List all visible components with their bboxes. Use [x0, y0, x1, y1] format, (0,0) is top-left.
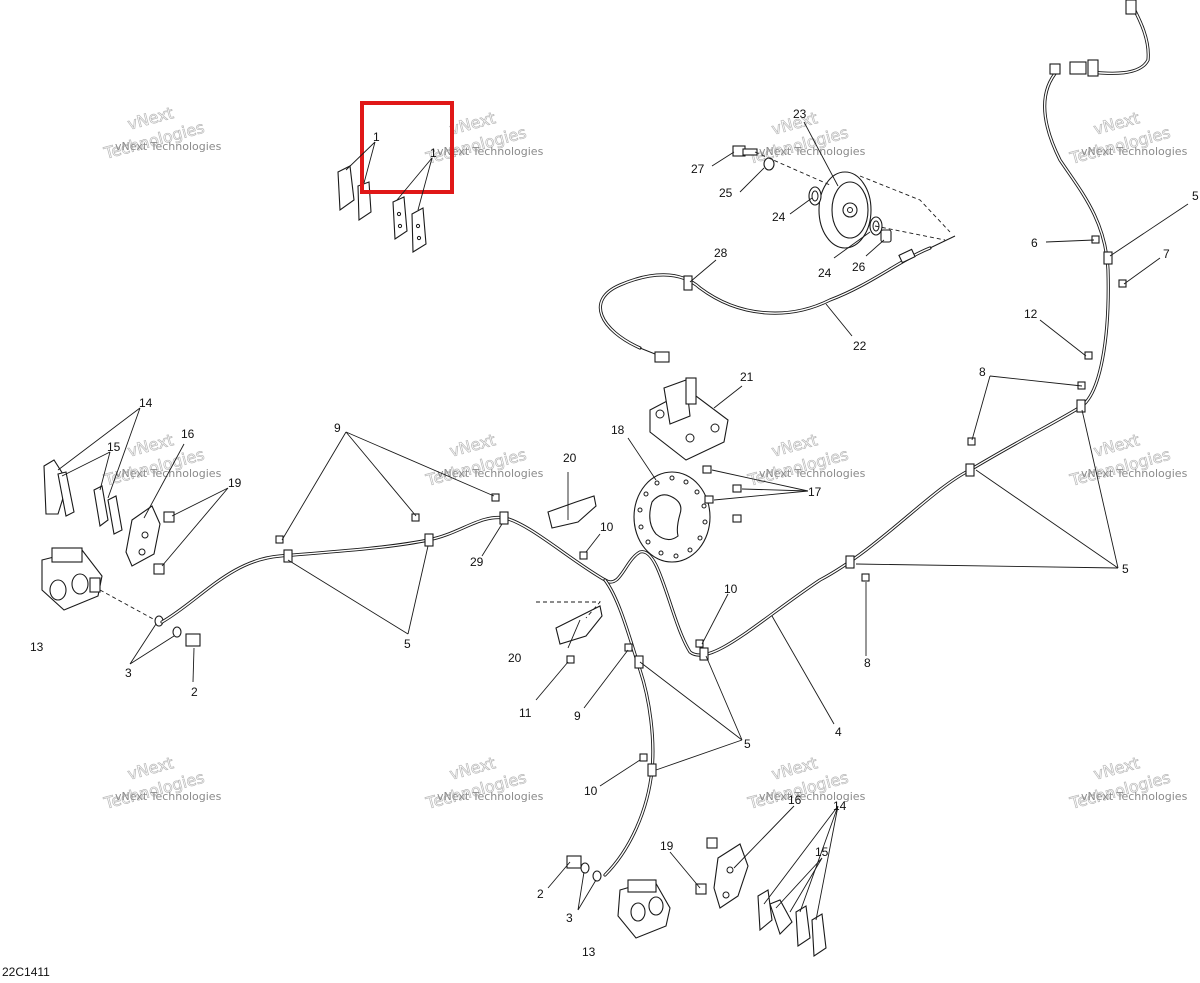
callout-8: 8 [979, 365, 986, 379]
callout-5: 5 [1122, 562, 1129, 576]
callout-4: 4 [835, 725, 842, 739]
drum-nut[interactable] [880, 229, 892, 243]
callout-24: 24 [772, 210, 786, 224]
drum-bolt[interactable] [732, 145, 758, 157]
watermark-small: vNext Technologies [1081, 467, 1188, 480]
banjo-bolt-left[interactable] [185, 633, 201, 647]
callout-21: 21 [740, 370, 754, 384]
callout-22: 22 [853, 339, 867, 353]
callout-5: 5 [1192, 189, 1199, 203]
callout-24: 24 [818, 266, 832, 280]
diagram-code: 22C1411 [2, 965, 50, 979]
callout-7: 7 [1163, 247, 1170, 261]
callout-29: 29 [470, 555, 484, 569]
callout-12: 12 [1024, 307, 1038, 321]
disc-bolts[interactable] [702, 465, 742, 523]
callout-15: 15 [815, 845, 829, 859]
callout-19: 19 [660, 839, 674, 853]
callout-1: 1 [430, 146, 437, 160]
callout-1: 1 [373, 130, 380, 144]
parking-brake-drum[interactable] [818, 171, 872, 249]
drum-bearing-left[interactable] [808, 186, 822, 206]
callout-10: 10 [584, 784, 598, 798]
callout-10: 10 [600, 520, 614, 534]
watermark-small: vNext Technologies [759, 467, 866, 480]
watermark-small: vNext Technologies [437, 467, 544, 480]
callout-23: 23 [793, 107, 807, 121]
callout-labels: 1 1 2 2 3 3 4 5 5 5 5 6 7 8 8 9 9 10 10 … [30, 107, 1199, 959]
callout-5: 5 [744, 737, 751, 751]
watermark-small: vNext Technologies [1081, 790, 1188, 803]
watermark-small: vNext Technologies [437, 145, 544, 158]
callout-8: 8 [864, 656, 871, 670]
caliper-bracket-right-rear[interactable] [713, 843, 749, 909]
callout-9: 9 [334, 421, 341, 435]
watermark-small: vNext Technologies [437, 790, 544, 803]
callout-16: 16 [788, 793, 802, 807]
callout-18: 18 [611, 423, 625, 437]
hose-clips[interactable] [283, 251, 1113, 777]
brake-disc[interactable] [633, 471, 711, 563]
caliper-bracket-left-front[interactable] [125, 505, 161, 567]
callout-20: 20 [563, 451, 577, 465]
callout-10: 10 [724, 582, 738, 596]
watermark-small: vNext Technologies [759, 145, 866, 158]
watermark-small: vNext Technologies [115, 140, 222, 153]
callout-17: 17 [808, 485, 822, 499]
callout-28: 28 [714, 246, 728, 260]
pads-right-rear[interactable] [757, 889, 827, 957]
crush-washers-right[interactable] [580, 862, 602, 882]
bolts-left-front[interactable] [153, 511, 175, 575]
callout-26: 26 [852, 260, 866, 274]
caliper-left-front[interactable] [41, 547, 103, 611]
hose-bracket-upper[interactable] [547, 495, 597, 529]
callout-13: 13 [30, 640, 44, 654]
bolts-right-rear[interactable] [695, 837, 718, 895]
watermarks: vNext Technologies vNext Technologies vN… [101, 103, 1188, 813]
crush-washers-left[interactable] [154, 615, 182, 638]
leader-lines [57, 121, 1189, 921]
callout-2: 2 [537, 887, 544, 901]
callout-27: 27 [691, 162, 705, 176]
banjo-bolt-right[interactable] [566, 855, 582, 869]
parking-brake-cable[interactable] [598, 235, 956, 363]
callout-20: 20 [508, 651, 522, 665]
pads-left-front[interactable] [43, 459, 123, 535]
callout-25: 25 [719, 186, 733, 200]
caliper-right-rear[interactable] [617, 879, 671, 939]
parking-brake-caliper[interactable] [649, 377, 729, 461]
callout-15: 15 [107, 440, 121, 454]
callout-13: 13 [582, 945, 596, 959]
callout-3: 3 [566, 911, 573, 925]
brake-hoses[interactable] [160, 0, 1150, 877]
fasteners[interactable] [275, 235, 1127, 762]
callout-19: 19 [228, 476, 242, 490]
callout-3: 3 [125, 666, 132, 680]
watermark-small: vNext Technologies [1081, 145, 1188, 158]
callout-2: 2 [191, 685, 198, 699]
watermark-small: vNext Technologies [759, 790, 866, 803]
callout-6: 6 [1031, 236, 1038, 250]
highlight-box [360, 101, 454, 194]
hose-bracket-lower[interactable] [555, 605, 603, 645]
watermark-small: vNext Technologies [115, 790, 222, 803]
callout-9: 9 [574, 709, 581, 723]
callout-14: 14 [139, 396, 153, 410]
callout-11: 11 [519, 706, 532, 720]
callout-16: 16 [181, 427, 195, 441]
drum-washer[interactable] [763, 157, 775, 171]
callout-14: 14 [833, 799, 847, 813]
brake-pads-top[interactable] [337, 165, 427, 253]
callout-5: 5 [404, 637, 411, 651]
